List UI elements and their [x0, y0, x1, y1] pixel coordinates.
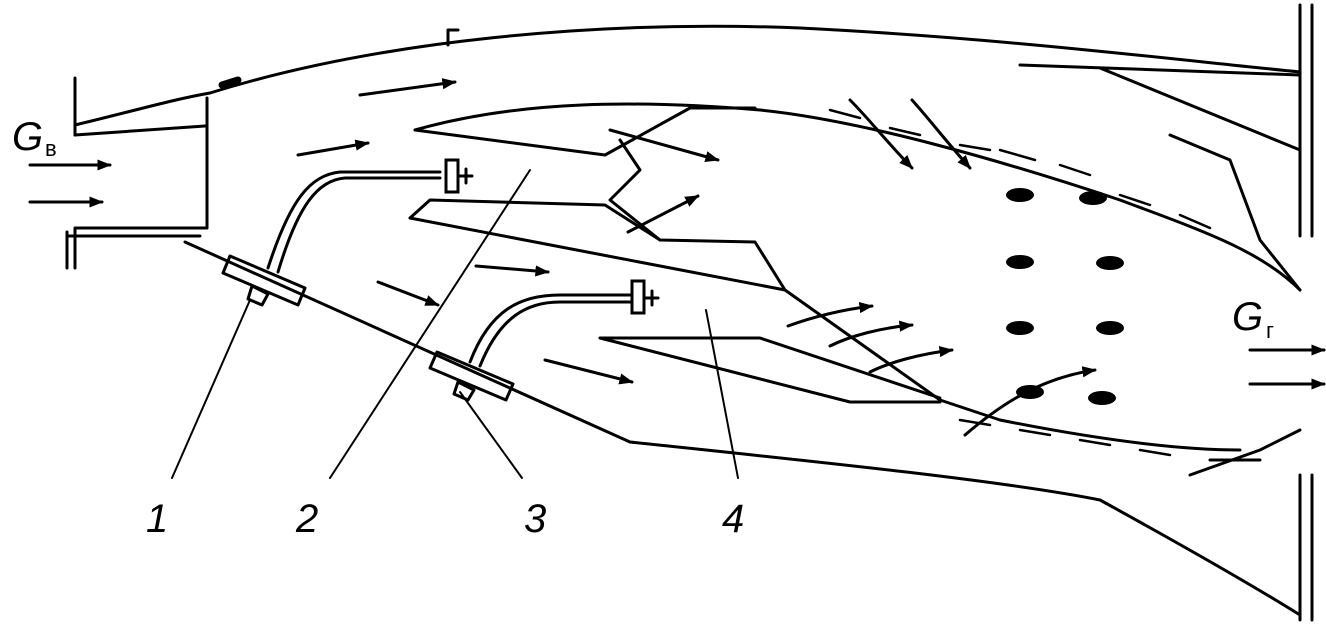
- igniter-1-tip: [456, 167, 474, 185]
- air-arrow: [474, 264, 550, 277]
- inlet-lower-wall: [65, 230, 202, 270]
- outlet-flow-subscript: г: [1266, 318, 1274, 343]
- flame-tube-outer-wall: [413, 102, 1302, 292]
- front-device-channel: [608, 138, 787, 292]
- igniter-3: [428, 279, 660, 402]
- igniter-3-pipe: [468, 293, 632, 364]
- callout-4: 4: [722, 497, 744, 541]
- callout-2: 2: [295, 497, 318, 541]
- rear-casing-step: [1018, 63, 1302, 152]
- front-device-lower: [408, 198, 662, 242]
- air-arrow: [848, 98, 914, 170]
- inlet-flow-subscript: в: [45, 136, 57, 161]
- leader-line-1: [171, 299, 251, 479]
- leader-line-4: [705, 309, 739, 479]
- air-arrow: [626, 194, 700, 234]
- igniter-3-tip: [642, 289, 660, 307]
- igniter-1-nozzle: [444, 158, 460, 194]
- casing-bottom-wall: [183, 240, 1302, 617]
- diffuser-bulkhead: [73, 96, 209, 270]
- outlet-lower-lip: [1188, 428, 1302, 477]
- dilution-hole: [1088, 391, 1116, 405]
- outer-casing: [65, 3, 1314, 622]
- air-arrow: [296, 139, 370, 157]
- outlet-flange: [1298, 3, 1314, 622]
- air-arrow: [828, 320, 914, 348]
- flow-arrows: [28, 78, 1326, 437]
- cooling-louvres-upper: [828, 108, 1212, 230]
- inlet-upper-wall: [73, 124, 207, 137]
- igniter-3-nozzle: [630, 279, 646, 315]
- dilution-hole: [1096, 256, 1124, 270]
- dilution-holes: [1006, 188, 1124, 405]
- rear-support-strut: [1168, 133, 1302, 292]
- lower-swirler: [598, 336, 942, 404]
- igniter-3-pipe-inner: [478, 300, 632, 368]
- front-device-upper: [413, 106, 757, 157]
- leader-lines: [171, 169, 739, 479]
- casing-top-boss: [218, 76, 242, 89]
- leader-line-3: [459, 391, 523, 479]
- dilution-hole: [1006, 255, 1034, 269]
- igniter-1-pipe: [266, 170, 442, 270]
- casing-top-bracket: [446, 28, 460, 47]
- dilution-hole: [1096, 321, 1124, 335]
- air-arrow: [910, 98, 972, 170]
- callout-3: 3: [524, 497, 546, 541]
- dilution-hole: [1006, 188, 1034, 202]
- air-arrow: [376, 280, 440, 307]
- air-arrow: [543, 358, 634, 385]
- igniter-1-pipe-inner: [276, 176, 442, 274]
- inlet-flow-symbol: G: [12, 115, 43, 159]
- cooling-louvres-lower: [958, 418, 1172, 457]
- flame-tube: [408, 63, 1302, 477]
- outlet-flow-symbol: G: [1232, 295, 1263, 339]
- igniter-1-body: [246, 284, 270, 307]
- igniter-3-body: [452, 380, 476, 402]
- leader-line-2: [329, 169, 531, 479]
- inner-liner: [408, 216, 1242, 452]
- dilution-hole: [1079, 191, 1107, 205]
- air-arrow: [358, 78, 457, 97]
- igniter-1: [221, 158, 474, 307]
- air-arrow: [786, 302, 874, 328]
- air-arrow: [868, 346, 954, 374]
- igniter-1-housing: [221, 254, 307, 307]
- air-arrow: [963, 366, 1097, 437]
- callout-1: 1: [146, 497, 168, 541]
- igniter-3-housing: [428, 350, 515, 402]
- dilution-hole: [1006, 321, 1034, 335]
- casing-top-wall: [73, 24, 1302, 127]
- air-arrow: [608, 128, 720, 163]
